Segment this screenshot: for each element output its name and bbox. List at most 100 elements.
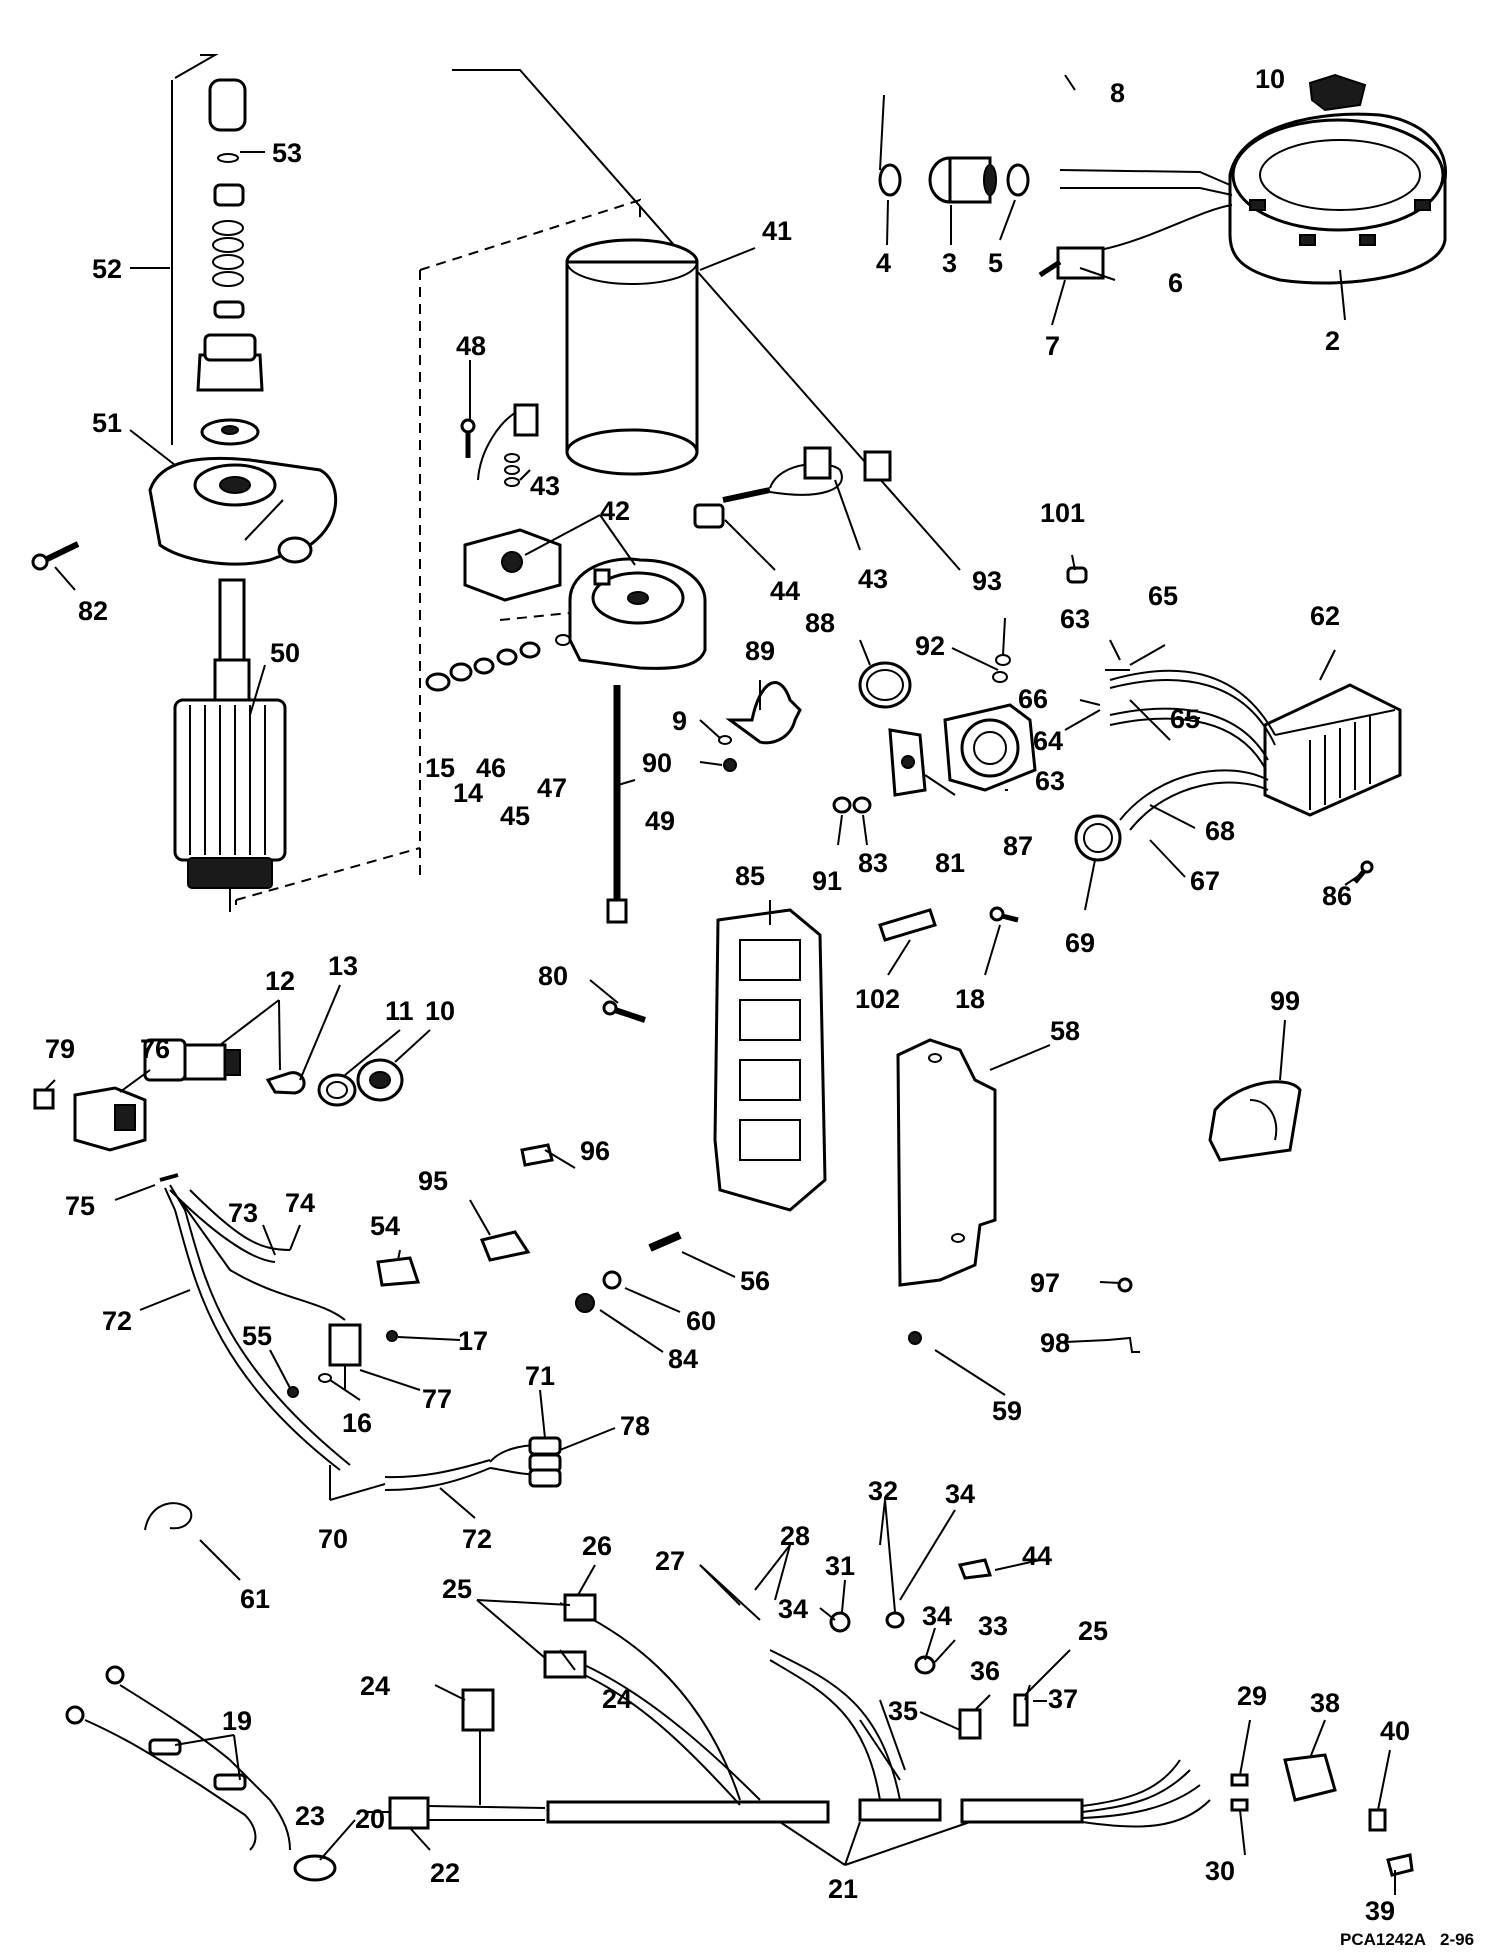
through-bolt (606, 685, 628, 924)
harness-72 (159, 1173, 362, 1471)
figure-code: PCA1242A (1340, 1930, 1426, 1949)
clips-95-96 (479, 1143, 554, 1262)
label-39: 39 (1365, 1896, 1395, 1926)
label-5: 5 (988, 248, 1003, 278)
label-22: 22 (430, 1858, 460, 1888)
label-32: 32 (868, 1476, 898, 1506)
label-49: 49 (645, 806, 675, 836)
label-15: 15 (425, 753, 455, 783)
label-8: 8 (1110, 78, 1125, 108)
label-24: 24 (360, 1671, 390, 1701)
label-92: 92 (915, 631, 945, 661)
label-43: 43 (530, 471, 560, 501)
label-102: 102 (855, 984, 900, 1014)
label-24b: 24 (602, 1684, 632, 1714)
label-97: 97 (1030, 1268, 1060, 1298)
harness-terminals (829, 1558, 1414, 1877)
label-93: 93 (972, 566, 1002, 596)
label-48: 48 (456, 331, 486, 361)
starter-group-outline (171, 54, 961, 905)
clip-61 (144, 1502, 193, 1531)
cover-99 (1208, 1080, 1302, 1162)
screw-86 (1353, 860, 1374, 884)
label-55: 55 (242, 1321, 272, 1351)
label-84: 84 (668, 1344, 698, 1374)
label-45: 45 (500, 801, 530, 831)
label-96: 96 (580, 1136, 610, 1166)
cover-58 (896, 1038, 997, 1287)
label-72b: 72 (462, 1524, 492, 1554)
drive-end-cap (148, 456, 338, 566)
screw-80 (602, 1000, 646, 1023)
label-34c: 34 (922, 1601, 952, 1631)
label-72: 72 (102, 1306, 132, 1336)
bracket-102 (878, 908, 937, 942)
label-21: 21 (828, 1874, 858, 1904)
main-harness (388, 1593, 1211, 1830)
label-37: 37 (1048, 1684, 1078, 1714)
label-25: 25 (442, 1574, 472, 1604)
label-88: 88 (805, 608, 835, 638)
figure-reference: PCA1242A 2-96 (1340, 1930, 1474, 1949)
screw-18 (989, 906, 1019, 923)
voltage-regulator (1263, 683, 1402, 817)
label-11: 11 (385, 996, 414, 1026)
label-36: 36 (970, 1656, 1000, 1686)
label-35: 35 (888, 1696, 918, 1726)
label-68: 68 (1205, 816, 1235, 846)
label-82: 82 (78, 596, 108, 626)
label-46: 46 (476, 753, 506, 783)
label-75: 75 (65, 1191, 95, 1221)
label-44b: 44 (1022, 1541, 1052, 1571)
label-64: 64 (1033, 726, 1063, 756)
commutator-end-cap (555, 557, 707, 670)
brush-holder-assembly (460, 403, 562, 602)
label-61: 61 (240, 1584, 270, 1614)
label-47: 47 (537, 773, 567, 803)
label-43b: 43 (858, 564, 888, 594)
label-52: 52 (92, 254, 122, 284)
screw-82 (31, 541, 80, 571)
label-3: 3 (942, 248, 957, 278)
label-66: 66 (1018, 684, 1048, 714)
label-89: 89 (745, 636, 775, 666)
label-6: 6 (1168, 268, 1183, 298)
figure-date: 2-96 (1440, 1930, 1474, 1949)
rectifier-group (878, 156, 1030, 204)
label-18: 18 (955, 984, 985, 1014)
leader-lines (44, 74, 1396, 1895)
part-labels: 53 52 51 82 50 41 48 43 42 44 43 15 14 4… (45, 64, 1410, 1926)
label-31: 31 (825, 1551, 855, 1581)
solenoid-group (858, 661, 1037, 797)
label-33: 33 (978, 1611, 1008, 1641)
label-34b: 34 (778, 1594, 808, 1624)
label-54: 54 (370, 1211, 400, 1241)
label-71: 71 (525, 1361, 555, 1391)
label-98: 98 (1040, 1328, 1070, 1358)
washer-stack (425, 641, 541, 692)
label-30: 30 (1205, 1856, 1235, 1886)
label-19: 19 (222, 1706, 252, 1736)
label-65: 65 (1148, 581, 1178, 611)
regulator-leads (1074, 669, 1276, 862)
label-83: 83 (858, 848, 888, 878)
label-42: 42 (600, 496, 630, 526)
label-86: 86 (1322, 881, 1352, 911)
label-85: 85 (735, 861, 765, 891)
label-13: 13 (328, 951, 358, 981)
label-9: 9 (672, 706, 687, 736)
label-101: 101 (1040, 498, 1085, 528)
label-29: 29 (1237, 1681, 1267, 1711)
armature (173, 578, 287, 912)
electrical-bracket (713, 908, 827, 1212)
label-2: 2 (1325, 326, 1340, 356)
label-23: 23 (295, 1801, 325, 1831)
label-56: 56 (740, 1266, 770, 1296)
label-12: 12 (265, 966, 295, 996)
label-73: 73 (228, 1198, 258, 1228)
label-95: 95 (418, 1166, 448, 1196)
label-41: 41 (762, 216, 792, 246)
label-62: 62 (1310, 601, 1340, 631)
label-16: 16 (342, 1408, 372, 1438)
